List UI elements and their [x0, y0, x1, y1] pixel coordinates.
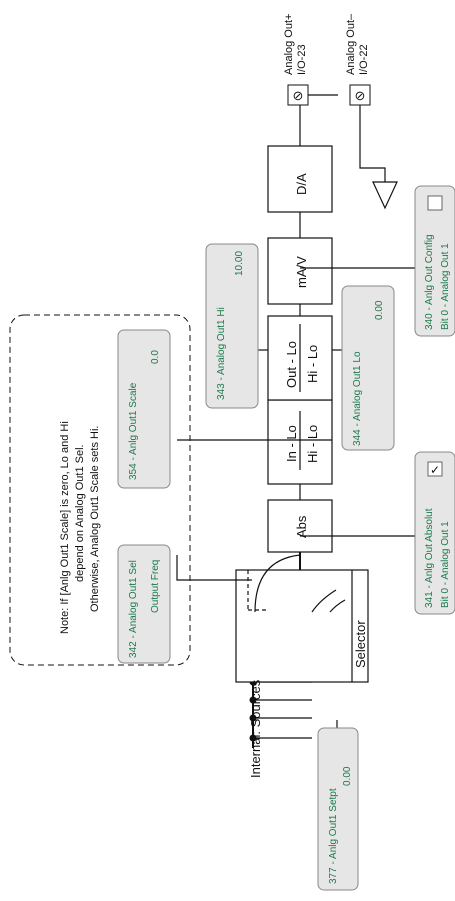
param-344-value: 0.00 — [374, 300, 385, 320]
mav-label: mA/V — [294, 256, 309, 288]
mav-block — [267, 237, 333, 305]
p342-wire — [176, 555, 252, 581]
note-line-2: depend on Analog Out1 Sel. — [74, 444, 86, 582]
analog-out-minus-line — [359, 95, 386, 182]
check-icon: ✓ — [430, 463, 440, 477]
param-354-value: 0.0 — [150, 350, 161, 364]
param-343-value: 10.00 — [234, 251, 245, 276]
hi-lo-label-1: Hi - Lo — [305, 425, 320, 463]
param-377-box — [317, 727, 359, 891]
terminal-plus — [287, 84, 309, 106]
terminal-minus-icon: ⊘ — [355, 88, 366, 103]
terminal-plus-icon: ⊘ — [293, 88, 304, 103]
param-340-box — [414, 185, 455, 337]
param-343-box — [205, 243, 259, 409]
param-341-name: 341 - Anlg Out Absolut — [424, 508, 435, 608]
param-342-value: Output Freq — [150, 560, 161, 613]
param-340-value: Bit 0 - Analog Out 1 — [440, 243, 451, 330]
param-340-name: 340 - Anlg Out Config — [424, 234, 435, 330]
da-label: D/A — [294, 173, 309, 195]
param-354-box — [117, 329, 171, 489]
param-340-checkbox — [427, 195, 443, 211]
terminal-minus-io: I/O-22 — [358, 44, 370, 75]
param-377-value: 0.00 — [342, 766, 353, 786]
in-lo-label: In - Lo — [284, 425, 299, 462]
param-342-box — [117, 544, 171, 664]
param-343-name: 343 - Analog Out1 Hi — [216, 307, 227, 400]
out-lo-label: Out - Lo — [284, 341, 299, 388]
terminal-minus — [349, 84, 371, 106]
terminal-plus-name: Analog Out+ — [283, 14, 295, 75]
ground-symbol — [372, 181, 398, 210]
note-line-3: Otherwise, Analog Out1 Scale sets Hi. — [89, 426, 101, 612]
selector-label: Selector — [353, 620, 368, 668]
param-341-value: Bit 0 - Analog Out 1 — [440, 521, 451, 608]
param-354-name: 354 - Anlg Out1 Scale — [128, 382, 139, 480]
param-341-box — [414, 451, 455, 615]
note-box — [9, 314, 191, 666]
param-344-box — [341, 285, 395, 451]
internal-sources-label: Internal: Sources — [248, 679, 263, 778]
note-line-1: Note: If [Anlg Out1 Scale] is zero, Lo a… — [59, 421, 71, 634]
param-342-name: 342 - Analog Out1 Sel — [128, 560, 139, 658]
selector-block — [235, 554, 369, 683]
terminal-plus-io: I/O-23 — [296, 44, 308, 75]
da-block — [267, 145, 333, 213]
terminal-minus-name: Analog Out– — [345, 13, 357, 75]
param-341-checkbox — [427, 461, 443, 477]
param-377-name: 377 - Anlg Out1 Setpt — [328, 788, 339, 884]
abs-label: Abs — [294, 515, 309, 538]
abs-block — [267, 499, 333, 553]
hi-lo-label-2: Hi - Lo — [305, 345, 320, 383]
param-344-name: 344 - Analog Out1 Lo — [352, 351, 363, 446]
